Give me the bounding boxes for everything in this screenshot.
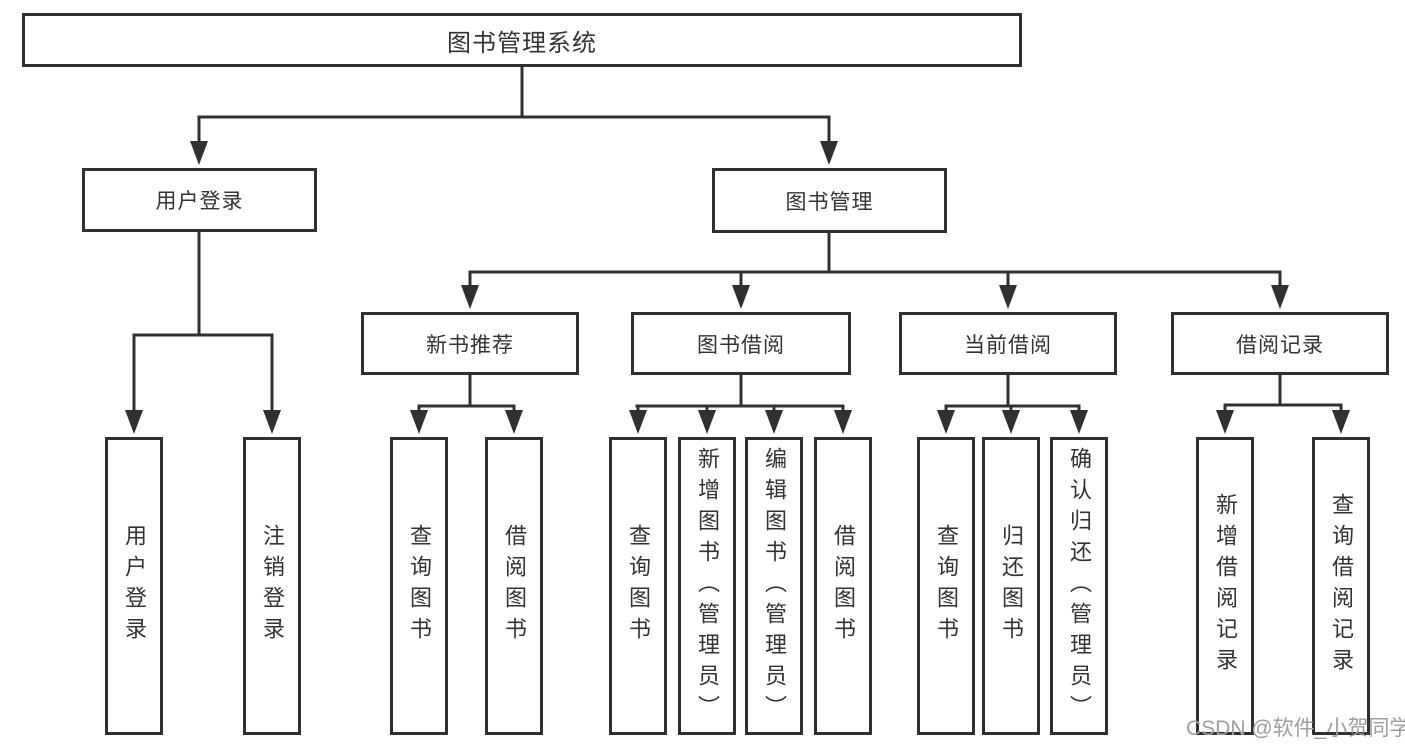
leaf-confirm-return-admin: 确认归还（管理员） <box>1050 437 1108 735</box>
csdn-watermark: CSDN @软件_小贺同学 <box>1186 717 1405 740</box>
leaf-add-borrow-record: 新增借阅记录 <box>1196 437 1254 735</box>
leaf-label: 新增借阅记录 <box>1213 493 1238 679</box>
leaf-label: 新增图书（管理员） <box>695 446 720 726</box>
leaf-label: 查询图书 <box>407 524 432 648</box>
leaf-query-books-borrowing: 查询图书 <box>609 437 667 735</box>
node-current-borrowing: 当前借阅 <box>899 312 1117 375</box>
node-book-management: 图书管理 <box>712 168 947 233</box>
node-user-login: 用户登录 <box>82 168 317 232</box>
leaf-label: 注销登录 <box>260 524 285 648</box>
leaf-label: 归还图书 <box>999 524 1024 648</box>
node-book-borrowing: 图书借阅 <box>631 312 851 375</box>
leaf-user-login: 用户登录 <box>105 437 163 735</box>
node-borrowing-records: 借阅记录 <box>1171 312 1389 375</box>
leaf-query-books-current: 查询图书 <box>917 437 975 735</box>
node-library-management-system: 图书管理系统 <box>22 13 1022 67</box>
leaf-label: 用户登录 <box>122 524 147 648</box>
leaf-label: 查询图书 <box>934 524 959 648</box>
leaf-label: 借阅图书 <box>502 524 527 648</box>
leaf-return-book: 归还图书 <box>982 437 1040 735</box>
leaf-add-book-admin: 新增图书（管理员） <box>678 437 736 735</box>
leaf-logout: 注销登录 <box>243 437 301 735</box>
node-new-book-recommendation: 新书推荐 <box>361 312 579 375</box>
leaf-label: 查询图书 <box>626 524 651 648</box>
leaf-label: 借阅图书 <box>831 524 856 648</box>
leaf-borrow-books-recommend: 借阅图书 <box>485 437 543 735</box>
leaf-query-books-recommend: 查询图书 <box>390 437 448 735</box>
leaf-label: 编辑图书（管理员） <box>762 446 787 726</box>
leaf-label: 确认归还（管理员） <box>1067 446 1092 726</box>
leaf-query-borrow-record: 查询借阅记录 <box>1312 437 1370 735</box>
leaf-edit-book-admin: 编辑图书（管理员） <box>745 437 803 735</box>
leaf-label: 查询借阅记录 <box>1329 493 1354 679</box>
leaf-borrow-book: 借阅图书 <box>814 437 872 735</box>
